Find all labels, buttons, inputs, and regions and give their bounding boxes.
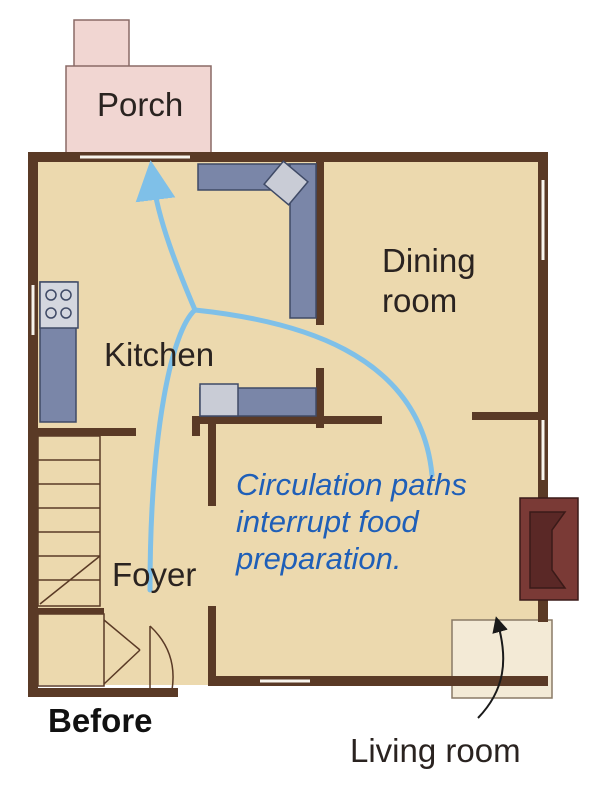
kitchen-label: Kitchen [104, 336, 215, 373]
dining-room-label-line2: room [382, 282, 458, 319]
foyer-label: Foyer [112, 556, 197, 593]
circulation-callout: Circulation paths interrupt food prepara… [236, 466, 467, 578]
porch-label: Porch [97, 86, 184, 123]
living-room-pointer [477, 616, 508, 719]
circulation-paths [135, 160, 435, 593]
stove-icon [39, 281, 79, 329]
windows [31, 155, 545, 683]
dining-room-label-line1: Dining [382, 242, 476, 279]
callout-line-2: interrupt food [236, 504, 419, 540]
porch-area [65, 19, 212, 155]
callout-line-3: preparation. [236, 541, 402, 577]
callout-line-1: Circulation paths [236, 467, 467, 502]
staircase [37, 435, 101, 607]
front-door [37, 613, 174, 691]
fireplace-icon [519, 497, 579, 601]
before-caption: Before [48, 702, 153, 739]
interior-walls [36, 160, 540, 678]
living-room-label: Living room [350, 732, 521, 769]
sink [199, 160, 309, 417]
exterior-walls [28, 152, 548, 697]
living-room-stoop [451, 619, 553, 699]
